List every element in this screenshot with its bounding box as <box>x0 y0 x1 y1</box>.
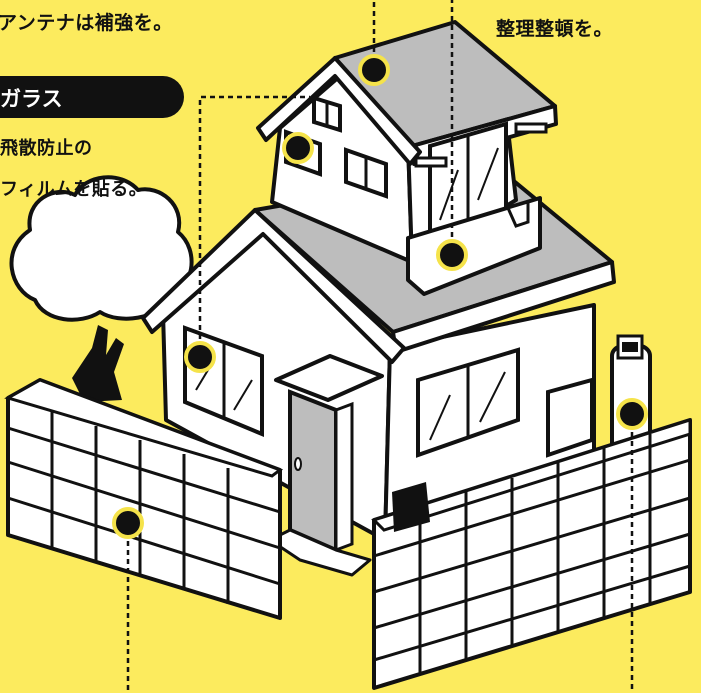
antenna-text: アンテナは補強を。 <box>0 12 173 34</box>
glass-desc-line1: 飛散防止の <box>0 138 93 159</box>
tidy-text: 整理整頓を。 <box>496 18 614 40</box>
marker-balcony[interactable] <box>436 239 468 271</box>
glass-title-pill <box>0 76 184 118</box>
marker-block-wall[interactable] <box>112 507 144 539</box>
window-main-right <box>416 347 520 458</box>
tree-icon <box>9 175 194 402</box>
marker-window-glass[interactable] <box>184 341 216 373</box>
glass-title: ガラス <box>0 87 63 111</box>
block-wall-left <box>4 378 284 620</box>
glass-desc-line2: フィルムを貼る。 <box>0 179 148 200</box>
marker-upper-window[interactable] <box>282 132 314 164</box>
block-wall-right <box>371 417 692 690</box>
marker-antenna[interactable] <box>358 54 390 86</box>
marker-gas-cylinder[interactable] <box>616 398 648 430</box>
front-door <box>268 354 384 577</box>
meter-box <box>546 377 594 458</box>
ac-unit-icon <box>392 482 430 532</box>
markers <box>112 54 648 539</box>
upper-story <box>256 20 558 296</box>
